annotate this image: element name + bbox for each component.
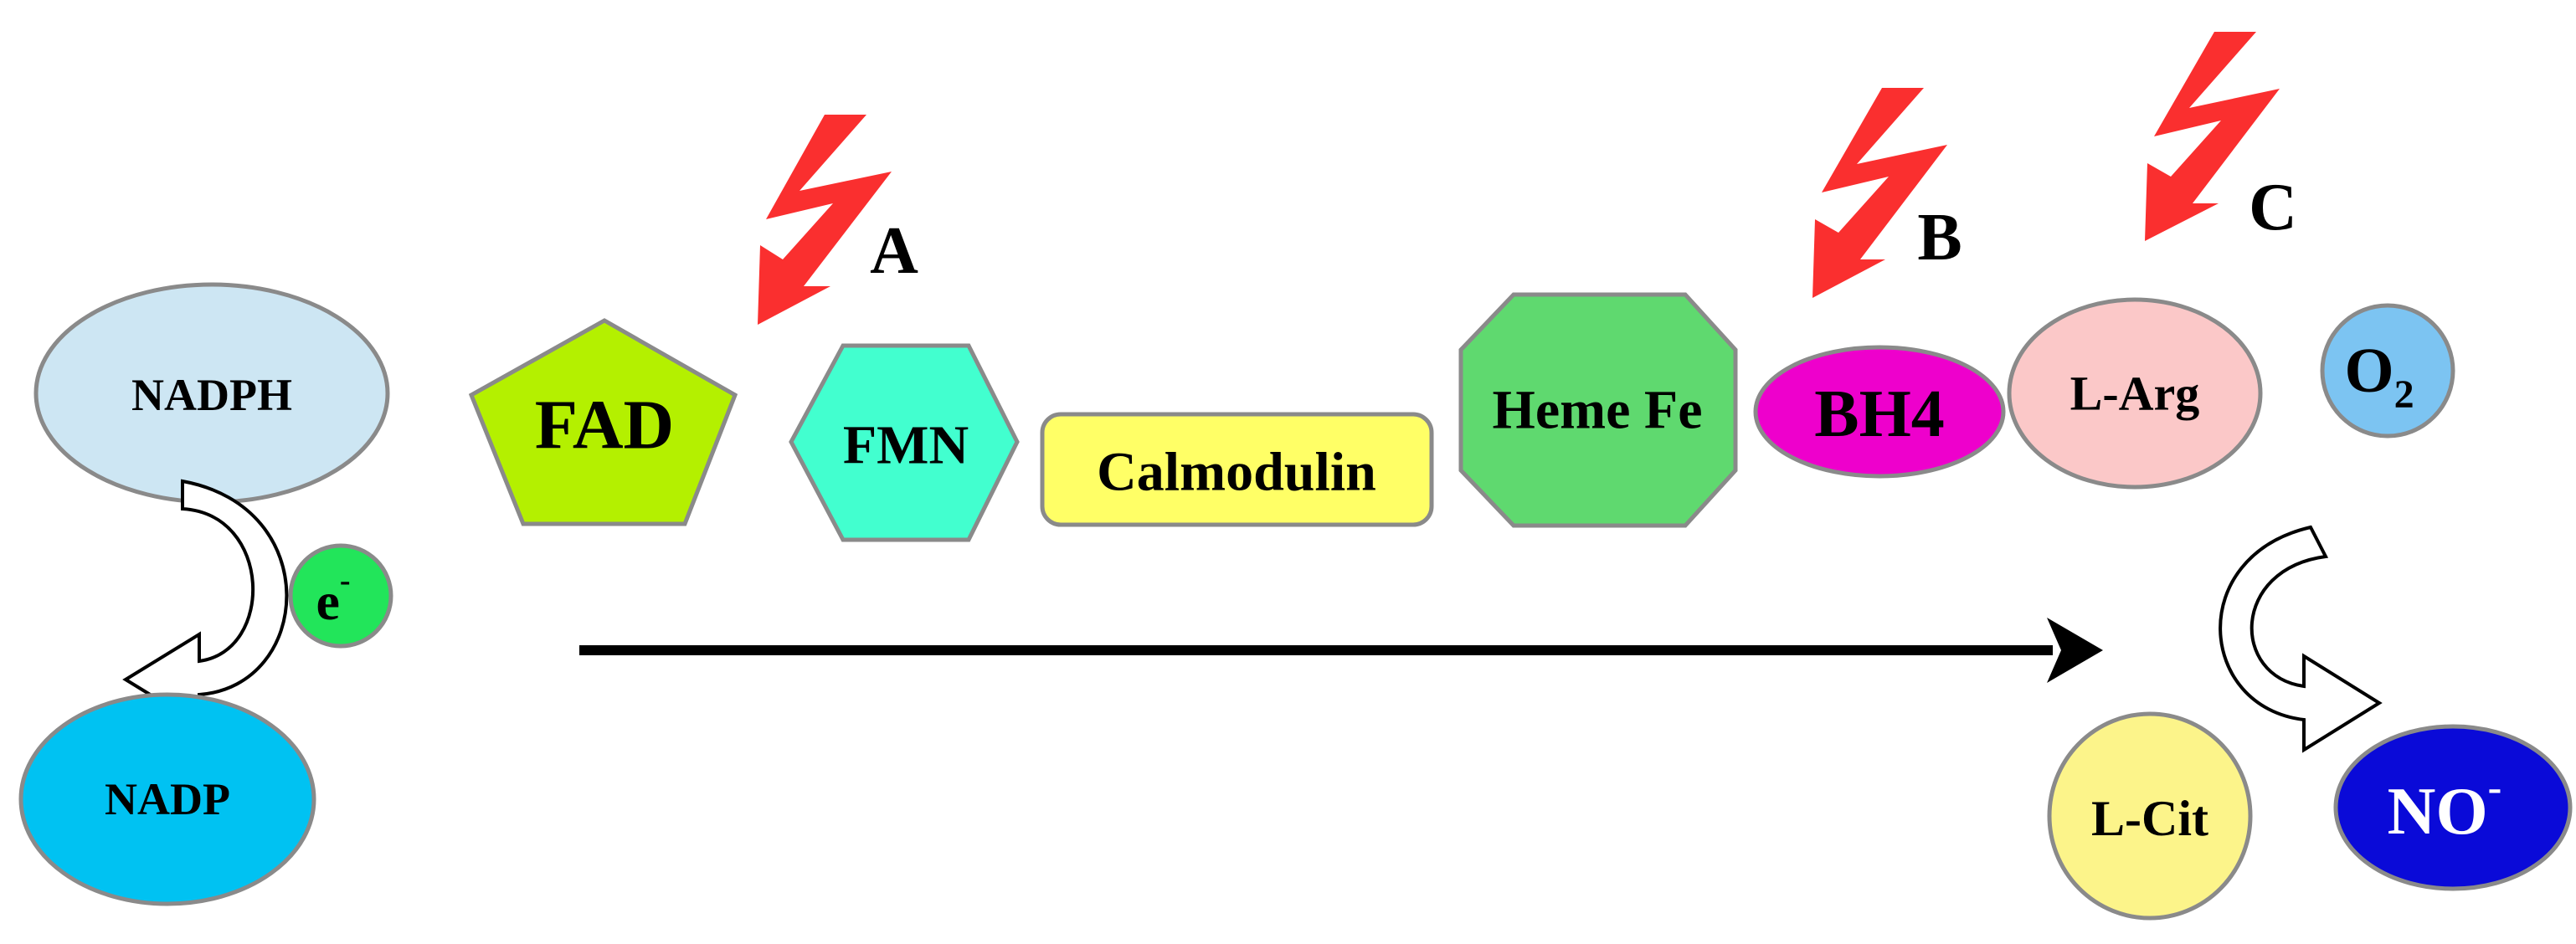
lightning-bolt-icon — [2145, 32, 2280, 241]
site-c-label: C — [2249, 171, 2297, 244]
nadph-node: NADPH — [33, 282, 390, 505]
bh4-label: BH4 — [1814, 377, 1945, 451]
l-arg-node: L-Arg — [2007, 297, 2263, 490]
calmodulin-label: Calmodulin — [1097, 442, 1376, 503]
l-cit-node: L-Cit — [2047, 711, 2253, 921]
no-node: NO- — [2333, 724, 2573, 891]
o2-label: O2 — [2344, 336, 2414, 417]
fad-node: FAD — [468, 318, 738, 526]
l-cit-label: L-Cit — [2091, 791, 2208, 846]
nadph-label: NADPH — [131, 370, 292, 420]
curved-arrow-icon — [122, 479, 289, 728]
fmn-node: FMN — [789, 343, 1020, 542]
heme-fe-node: Heme Fe — [1458, 292, 1738, 528]
o2-node: O2 — [2320, 303, 2455, 439]
bh4-node: BH4 — [1753, 345, 2006, 479]
site-b-label: B — [1917, 201, 1962, 274]
curved-arrow-icon — [2219, 525, 2383, 753]
lightning-bolt-icon — [1812, 88, 1947, 298]
heme-fe-label: Heme Fe — [1492, 380, 1702, 441]
calmodulin-node: Calmodulin — [1040, 412, 1434, 527]
site-a-label: A — [870, 214, 918, 288]
electron-node: e- — [288, 543, 393, 649]
l-arg-label: L-Arg — [2070, 367, 2200, 421]
fad-label: FAD — [535, 387, 674, 464]
nadp-label: NADP — [105, 774, 230, 824]
fmn-label: FMN — [843, 415, 969, 476]
nadp-node: NADP — [18, 692, 316, 906]
electron-label: e- — [316, 563, 350, 631]
right-arrow-icon — [579, 618, 2103, 683]
no-label: NO- — [2388, 763, 2502, 849]
lightning-bolt-icon — [758, 115, 892, 325]
